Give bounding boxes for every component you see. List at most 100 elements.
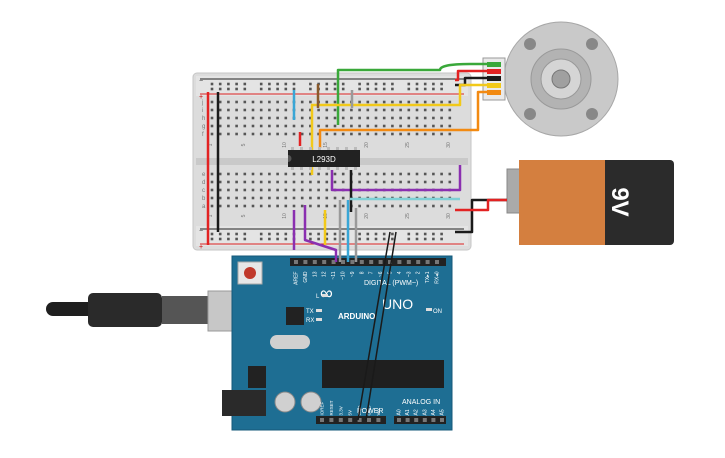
wire-red-motor[interactable]: [455, 69, 487, 82]
breadboard-hole: [235, 108, 238, 112]
breadboard-hole: [259, 204, 263, 208]
rail-hole: [276, 237, 279, 241]
wire-5v-to-arduino[interactable]: [357, 231, 391, 421]
header-hole[interactable]: [329, 418, 334, 422]
breadboard-hole: [268, 124, 271, 128]
dc-motor[interactable]: [482, 21, 619, 137]
wire-green-motor[interactable]: [336, 62, 487, 125]
rail-hole: [227, 87, 230, 91]
breadboard-hole: [317, 108, 320, 112]
bottom-power-rail: [196, 226, 468, 246]
header-hole[interactable]: [338, 418, 343, 422]
breadboard-hole: [350, 116, 353, 120]
rail-hole: [358, 237, 361, 241]
wire-orange-motor[interactable]: [318, 90, 487, 148]
breadboard-hole: [374, 204, 378, 208]
header-hole[interactable]: [322, 260, 327, 264]
rail-hole: [366, 237, 370, 241]
rail-hole: [243, 232, 247, 236]
breadboard-hole: [317, 124, 320, 128]
header-hole[interactable]: [397, 418, 401, 422]
rail-hole: [341, 82, 345, 86]
header-hole[interactable]: [414, 418, 419, 422]
breadboard-hole: [382, 172, 386, 176]
rail-hole: [440, 232, 443, 236]
header-hole[interactable]: [367, 418, 371, 422]
wire-gnd-to-arduino[interactable]: [365, 231, 397, 421]
capacitor: [274, 391, 296, 413]
breadboard-hole: [300, 172, 304, 176]
header-hole[interactable]: [357, 418, 362, 422]
digital-label: DIGITAL (PWM~): [364, 280, 418, 287]
header-hole[interactable]: [303, 260, 308, 264]
header-hole[interactable]: [320, 418, 324, 422]
header-hole[interactable]: [350, 260, 355, 264]
wire-purple-enable[interactable]: [330, 165, 462, 192]
breadboard-hole: [218, 100, 222, 104]
breadboard-hole: [218, 124, 222, 128]
header-hole[interactable]: [435, 260, 439, 264]
breadboard-hole: [415, 204, 419, 208]
header-hole[interactable]: [369, 260, 374, 264]
rail-hole: [268, 87, 271, 91]
header-hole[interactable]: [406, 260, 411, 264]
breadboard-hole: [218, 180, 222, 184]
chip-pin: [336, 147, 339, 150]
breadboard-hole: [268, 116, 271, 120]
header-hole[interactable]: [348, 418, 353, 422]
breadboard-hole: [374, 116, 378, 120]
breadboard-hole: [235, 124, 238, 128]
breadboard-hole: [243, 204, 247, 208]
breadboard-hole: [235, 172, 238, 176]
power-pin-label: RESET: [329, 400, 334, 415]
breadboard-hole: [284, 180, 288, 184]
header-hole[interactable]: [376, 418, 381, 422]
breadboard-hole: [268, 204, 271, 208]
header-hole[interactable]: [397, 260, 402, 264]
breadboard-hole: [317, 188, 320, 192]
chip-label: L293D: [312, 155, 336, 164]
header-hole[interactable]: [331, 260, 336, 264]
header-hole[interactable]: [405, 418, 410, 422]
header-hole[interactable]: [341, 260, 345, 264]
breadboard-hole: [227, 100, 230, 104]
breadboard-hole: [309, 100, 312, 104]
header-hole[interactable]: [431, 418, 436, 422]
breadboard-hole: [432, 180, 435, 184]
l293d-chip[interactable]: L293D: [288, 147, 360, 170]
column-number: 30: [446, 142, 452, 148]
wires[interactable]: [206, 62, 507, 421]
header-hole[interactable]: [416, 260, 421, 264]
header-hole[interactable]: [388, 260, 392, 264]
wire-purple-d12[interactable]: [303, 205, 338, 262]
breadboard-hole: [382, 108, 386, 112]
header-hole[interactable]: [359, 260, 364, 264]
header-hole[interactable]: [425, 260, 430, 264]
motor-shaft: [551, 69, 571, 89]
rail-hole: [358, 87, 361, 91]
on-label: ON: [433, 309, 442, 315]
breadboard-hole: [391, 108, 394, 112]
rail-hole: [432, 237, 435, 241]
header-hole[interactable]: [312, 260, 317, 264]
battery-9v[interactable]: 9V: [506, 160, 674, 245]
header-hole[interactable]: [440, 418, 444, 422]
header-hole[interactable]: [378, 260, 383, 264]
breadboard-hole: [243, 100, 247, 104]
rail-hole: [440, 237, 443, 241]
wire-battery-positive[interactable]: [455, 198, 507, 212]
breadboard-hole: [300, 180, 304, 184]
breadboard-hole: [415, 116, 419, 120]
breadboard-hole: [284, 108, 288, 112]
wire-yellow-motor[interactable]: [310, 83, 487, 175]
breadboard-hole: [407, 100, 411, 104]
header-hole[interactable]: [294, 260, 298, 264]
breadboard-hole: [407, 124, 411, 128]
header-hole[interactable]: [422, 418, 427, 422]
rail-hole: [341, 232, 345, 236]
reset-button[interactable]: [244, 267, 256, 279]
